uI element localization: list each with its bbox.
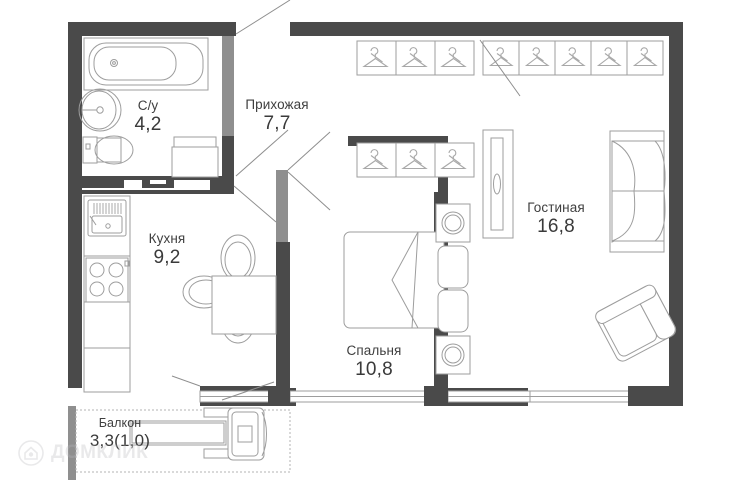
balcony-fixtures bbox=[129, 407, 267, 461]
livingroom-fixtures bbox=[595, 130, 677, 362]
wardrobe-bedroom bbox=[356, 142, 475, 178]
leader-lines bbox=[171, 0, 521, 401]
kitchen-fixtures bbox=[83, 195, 277, 393]
wardrobe-hallway-left bbox=[356, 40, 475, 76]
wardrobe-hallway-right bbox=[482, 40, 664, 76]
bathroom-fixtures bbox=[78, 37, 219, 178]
bedroom-fixtures bbox=[343, 129, 514, 375]
